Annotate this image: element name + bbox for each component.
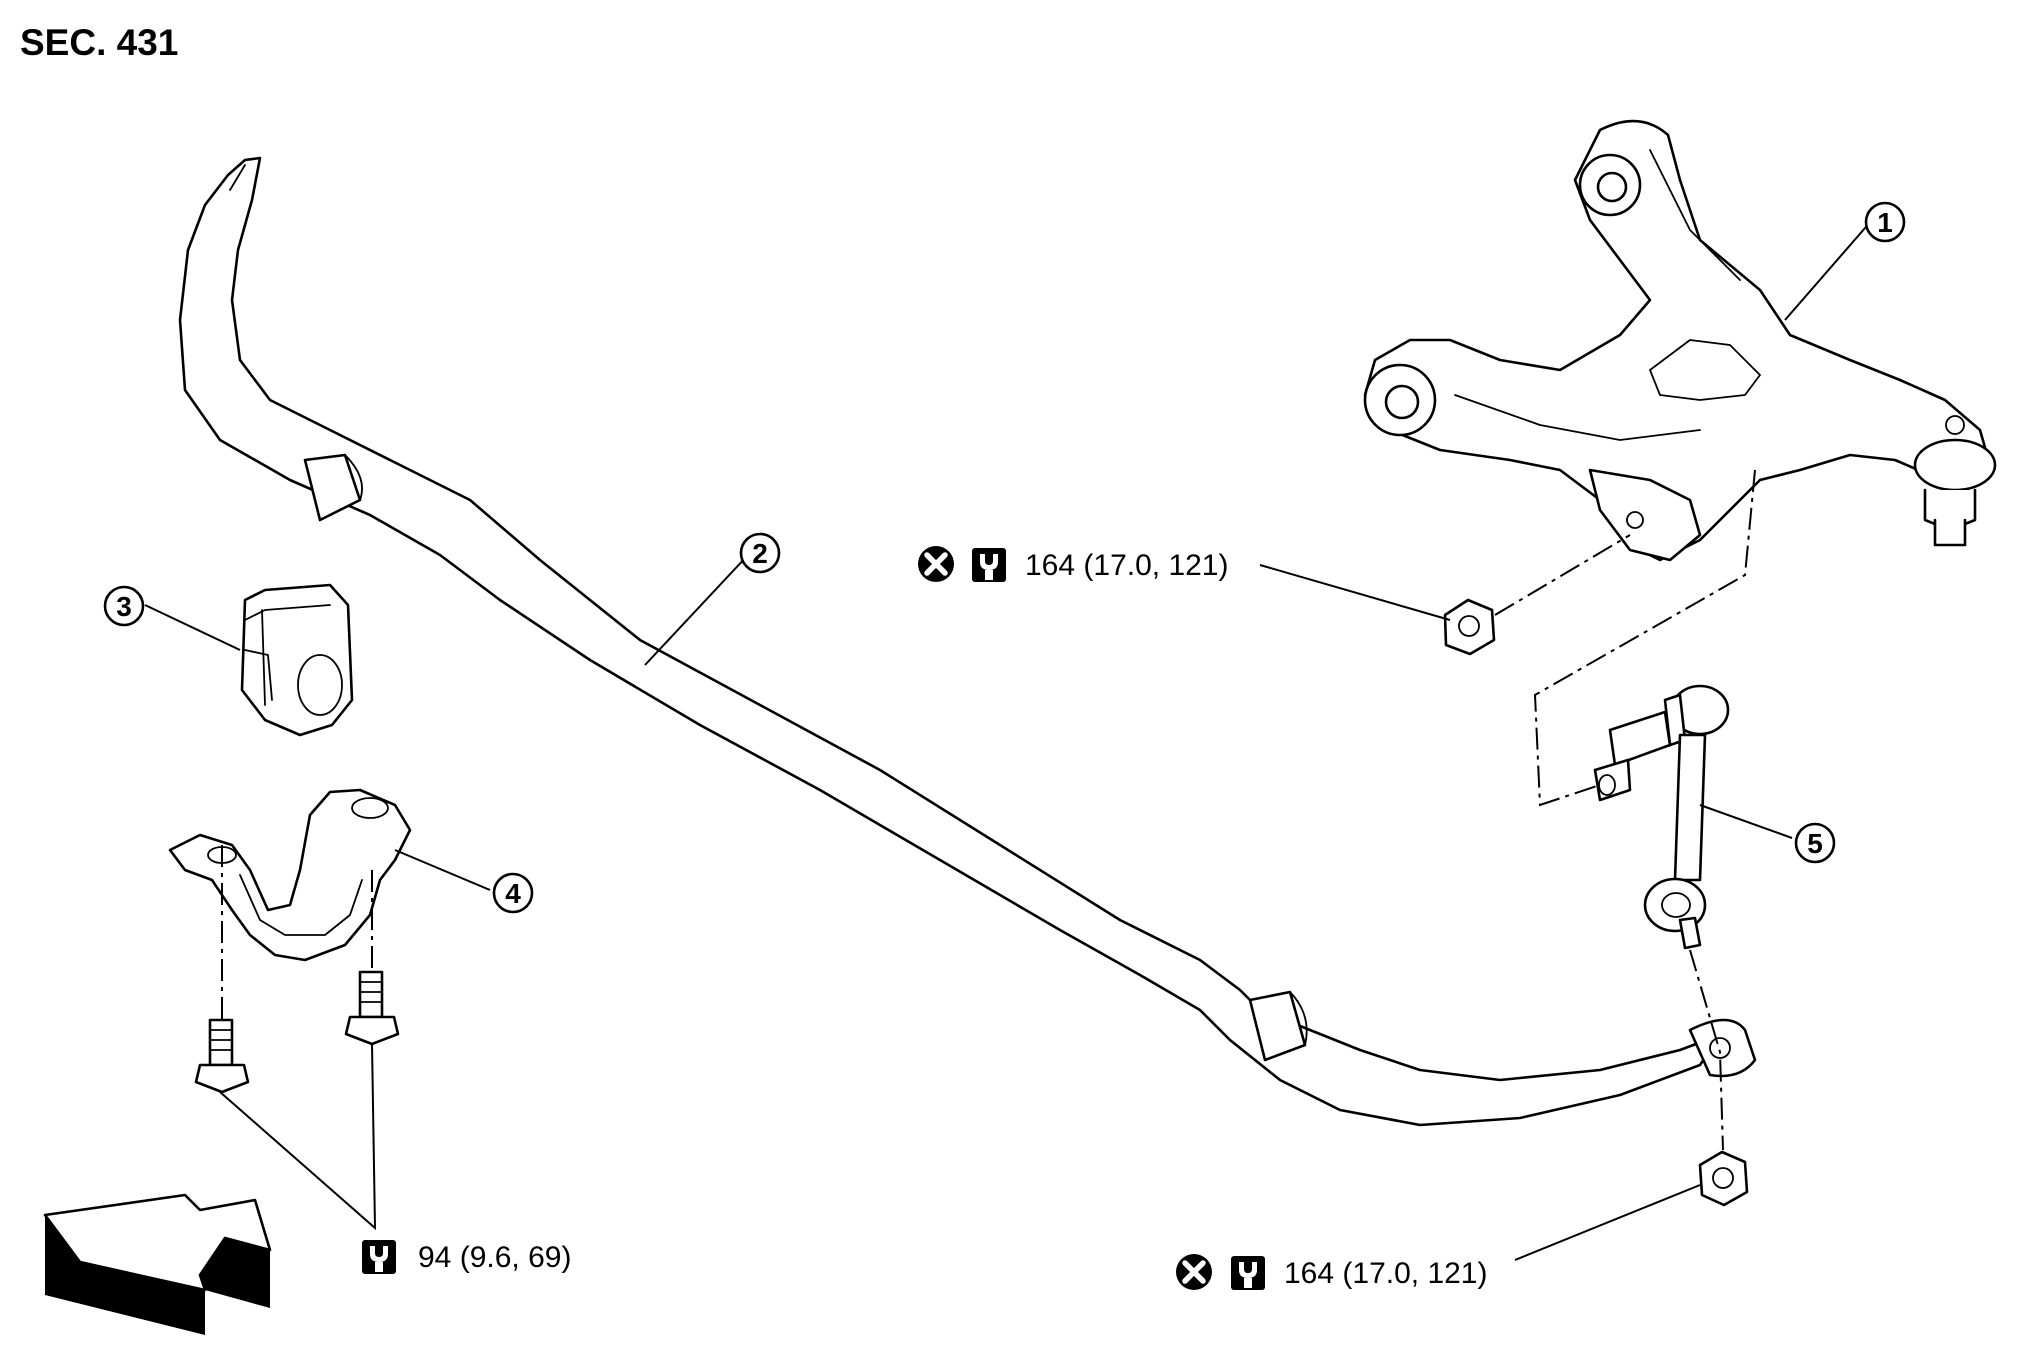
front-direction-arrow-icon	[43, 1193, 272, 1335]
torque-spec-upper: 164 (17.0, 121)	[918, 546, 1228, 582]
x-circle-icon	[1176, 1254, 1212, 1290]
callout-3: 3	[103, 585, 145, 627]
clamp-bolt-left	[194, 1018, 250, 1094]
bushing	[240, 583, 354, 737]
callout-5: 5	[1794, 822, 1836, 864]
svg-text:3: 3	[116, 591, 132, 622]
callout-4: 4	[492, 872, 534, 914]
torque-wrench-icon	[1231, 1256, 1265, 1290]
torque-wrench-icon	[972, 548, 1006, 582]
svg-text:2: 2	[752, 538, 768, 569]
svg-text:4: 4	[505, 878, 521, 909]
torque-value-lower: 164 (17.0, 121)	[1284, 1257, 1487, 1290]
svg-text:1: 1	[1877, 207, 1893, 238]
svg-text:5: 5	[1807, 828, 1823, 859]
x-circle-icon	[918, 546, 954, 582]
torque-spec-clamp: 94 (9.6, 69)	[362, 1240, 571, 1274]
stabilizer-bar	[178, 156, 1757, 1127]
callout-2: 2	[739, 532, 781, 574]
torque-value-upper: 164 (17.0, 121)	[1025, 549, 1228, 582]
lower-nut	[1698, 1150, 1749, 1207]
torque-spec-lower: 164 (17.0, 121)	[1176, 1254, 1487, 1290]
clamp	[168, 788, 412, 962]
upper-link	[1363, 119, 1997, 562]
section-label: SEC. 431	[20, 22, 178, 63]
connecting-rod	[1593, 684, 1730, 950]
torque-value-clamp: 94 (9.6, 69)	[418, 1241, 571, 1274]
callout-1: 1	[1864, 201, 1906, 243]
torque-wrench-icon	[362, 1240, 396, 1274]
upper-nut	[1443, 598, 1496, 656]
clamp-bolt-right	[344, 970, 400, 1046]
